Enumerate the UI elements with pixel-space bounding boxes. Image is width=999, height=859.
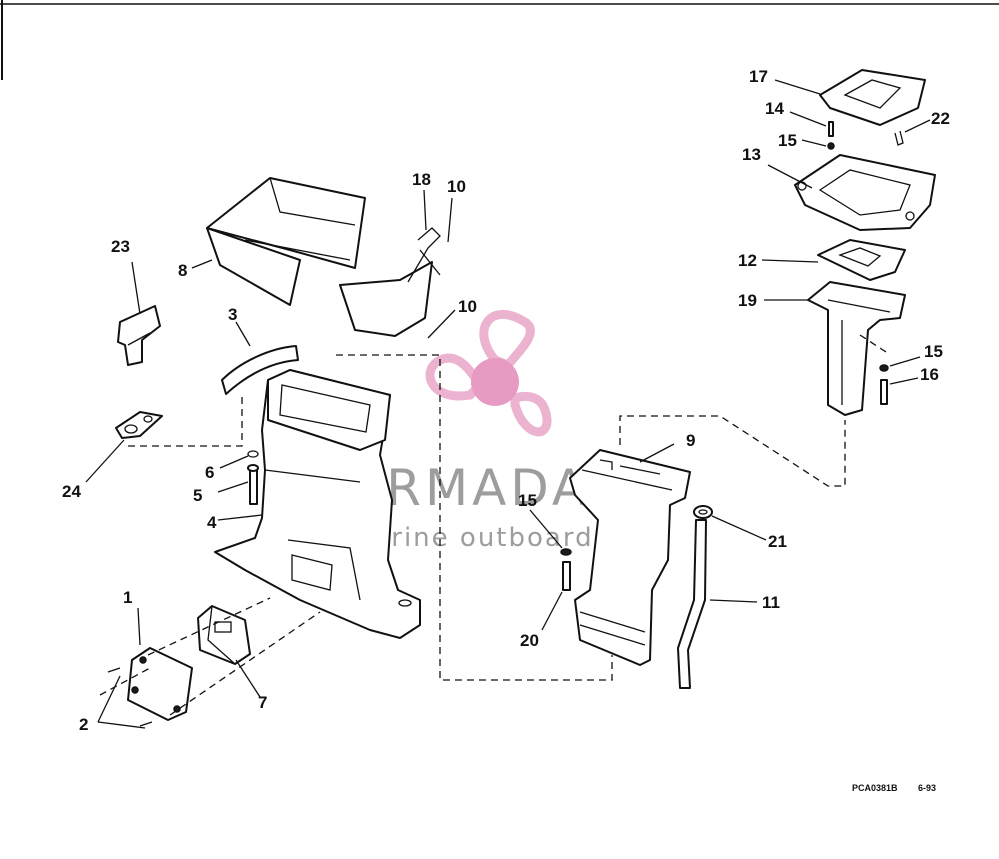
callout-15b: 15: [924, 342, 943, 361]
part-24-plate: [115, 411, 163, 439]
part-8-cowl-pan: [206, 177, 366, 306]
callout-23: 23: [111, 237, 130, 256]
part-19-mount: [807, 281, 906, 416]
part-13-adapter: [794, 154, 936, 231]
page-border: [0, 0, 999, 80]
callout-20: 20: [520, 631, 539, 650]
callout-7: 7: [258, 693, 267, 712]
part-12-gasket: [817, 239, 906, 281]
part-22-pin: [894, 130, 904, 146]
callout-12: 12: [738, 251, 757, 270]
callout-24: 24: [62, 482, 81, 501]
part-11-water-tube: [677, 519, 707, 689]
part-20-bolt: [560, 548, 572, 591]
callout-1: 1: [123, 588, 132, 607]
callout-5: 5: [193, 486, 202, 505]
part-1-cover: [107, 647, 193, 727]
callout-4: 4: [207, 513, 217, 532]
part-15-washer-top: [827, 142, 835, 150]
leader-lines: [85, 79, 931, 729]
propeller-logo-icon: [425, 310, 552, 437]
callout-9: 9: [686, 431, 695, 450]
callout-16: 16: [920, 365, 939, 384]
part-23-bracket: [117, 305, 161, 366]
part-7-block: [197, 605, 251, 665]
callout-18: 18: [412, 170, 431, 189]
part-16-bolt: [879, 364, 889, 405]
part-5-bolt: [247, 450, 259, 505]
callout-21: 21: [768, 532, 787, 551]
figure-code-date: 6-93: [918, 783, 936, 793]
figure-code: PCA0381B 6-93: [852, 783, 936, 793]
callout-15a: 15: [778, 131, 797, 150]
callout-labels: 1 2 3 4 5 6 7 8 9 10 10 11 12 13 14 15 1…: [62, 67, 950, 734]
callout-19: 19: [738, 291, 757, 310]
figure-code-id: PCA0381B: [852, 783, 898, 793]
callout-6: 6: [205, 463, 214, 482]
part-14-screw: [828, 121, 834, 137]
callout-14: 14: [765, 99, 784, 118]
callout-10b: 10: [458, 297, 477, 316]
callout-17: 17: [749, 67, 768, 86]
part-17-gasket: [819, 69, 926, 126]
part-3-seal: [221, 345, 299, 395]
part-18-bracket: [339, 227, 441, 337]
callout-8: 8: [178, 261, 187, 280]
part-4-exhaust-housing: [214, 369, 421, 639]
callout-2: 2: [79, 715, 88, 734]
callout-22: 22: [931, 109, 950, 128]
callout-10a: 10: [447, 177, 466, 196]
part-21-grommet: [693, 505, 713, 519]
callout-11: 11: [762, 593, 780, 612]
callout-15c: 15: [518, 491, 537, 510]
callout-13: 13: [742, 145, 761, 164]
callout-3: 3: [228, 305, 237, 324]
assembly-lines: [99, 334, 887, 716]
part-9-exhaust-tube: [569, 449, 691, 666]
